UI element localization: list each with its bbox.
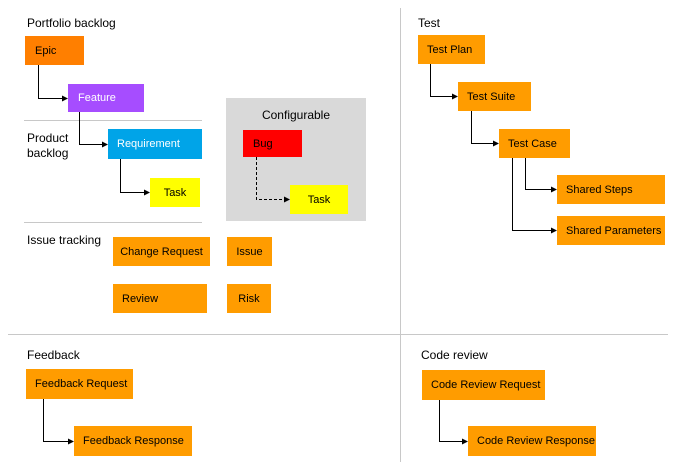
risk-box: Risk (227, 284, 271, 313)
connector-feedback (43, 399, 74, 445)
shared-parameters-box: Shared Parameters (557, 216, 665, 245)
configurable-task-box: Task (290, 185, 348, 214)
test-suite-box: Test Suite (458, 82, 531, 111)
connector-epic-feature (38, 65, 68, 102)
section-label-feedback: Feedback (27, 348, 80, 362)
connector-testplan-testsuite (430, 64, 458, 100)
test-plan-box: Test Plan (418, 35, 485, 64)
issue-box: Issue (227, 237, 272, 266)
horizontal-divider-middle (8, 334, 668, 335)
connector-bug-task (256, 157, 290, 203)
divider-product-issue (24, 222, 202, 223)
feature-box: Feature (68, 84, 144, 112)
change-request-box: Change Request (113, 237, 210, 266)
task-box: Task (150, 178, 200, 207)
section-label-portfolio-backlog: Portfolio backlog (27, 16, 116, 30)
test-case-box: Test Case (499, 129, 570, 158)
connector-testcase-sharedparameters (512, 158, 557, 234)
configurable-title: Configurable (261, 108, 331, 122)
connector-codereview (439, 400, 468, 445)
section-label-issue-tracking: Issue tracking (27, 233, 102, 247)
section-label-product-backlog: Product backlog (27, 131, 69, 160)
code-review-request-box: Code Review Request (422, 370, 545, 400)
vertical-divider (400, 8, 401, 462)
connector-testcase-sharedsteps (525, 158, 557, 193)
connector-testsuite-testcase (471, 111, 499, 147)
section-label-code-review: Code review (421, 348, 488, 362)
requirement-box: Requirement (108, 129, 202, 159)
section-label-test: Test (418, 16, 441, 30)
divider-portfolio-product (24, 120, 202, 121)
shared-steps-box: Shared Steps (557, 175, 665, 204)
code-review-response-box: Code Review Response (468, 426, 596, 456)
connector-feature-requirement (79, 112, 108, 148)
feedback-response-box: Feedback Response (74, 426, 192, 456)
review-box: Review (113, 284, 207, 313)
bug-box: Bug (243, 130, 302, 157)
connector-requirement-task (120, 159, 150, 196)
feedback-request-box: Feedback Request (26, 369, 133, 399)
epic-box: Epic (25, 36, 84, 65)
